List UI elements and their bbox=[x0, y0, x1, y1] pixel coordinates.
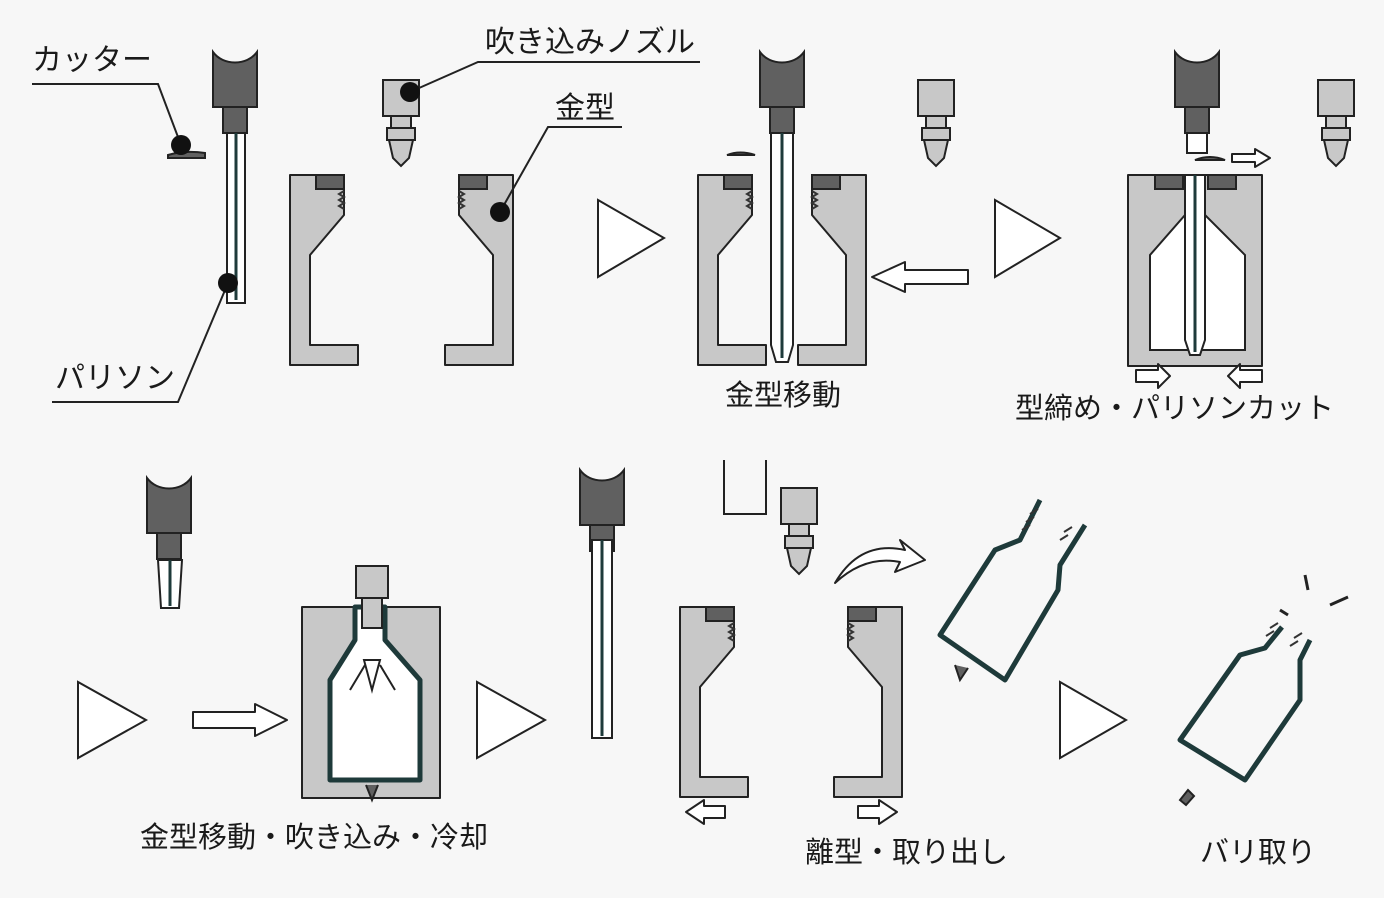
mold-left-half bbox=[679, 606, 749, 798]
move-right-arrow bbox=[192, 703, 288, 737]
move-left-arrow bbox=[871, 261, 969, 293]
stage-1-initial: カッター 吹き込みノズル 金型 パリソン bbox=[32, 25, 700, 403]
extruder-head-icon bbox=[212, 51, 258, 134]
step-arrow-4 bbox=[476, 680, 548, 760]
step-arrow-5 bbox=[1059, 680, 1129, 760]
extruder-head-icon bbox=[1174, 51, 1220, 134]
blow-nozzle-icon bbox=[917, 79, 955, 167]
stage-2-mold-move bbox=[697, 51, 969, 366]
nozzle-marker bbox=[400, 82, 420, 102]
blow-nozzle-icon bbox=[780, 487, 818, 575]
cutter-frame bbox=[723, 460, 767, 515]
mold-left-half bbox=[697, 174, 767, 366]
open-right-arrow bbox=[857, 799, 898, 825]
cutter-blade-icon bbox=[726, 151, 756, 156]
cutter-move-arrow bbox=[1231, 148, 1271, 168]
mold-marker bbox=[490, 202, 510, 222]
extruder-head-icon bbox=[759, 51, 805, 134]
stage-3-clamp-cut bbox=[1127, 51, 1355, 389]
step-arrow-2 bbox=[994, 198, 1062, 279]
step-arrow-1 bbox=[597, 198, 666, 279]
step-caption-mold-move: 金型移動 bbox=[725, 378, 841, 412]
stage-6-deflash bbox=[1177, 574, 1349, 807]
step-arrow-3 bbox=[77, 680, 149, 760]
flash-piece-icon bbox=[1178, 788, 1196, 807]
clamp-right-arrow bbox=[1135, 363, 1171, 389]
blow-nozzle-icon bbox=[1317, 79, 1355, 167]
step-caption-blow-cool: 金型移動・吹き込み・冷却 bbox=[140, 820, 488, 854]
ejected-bottle-icon bbox=[937, 498, 1088, 683]
cutter-label: カッター bbox=[32, 43, 152, 78]
step-caption-clamp-cut: 型締め・パリソンカット bbox=[1015, 391, 1334, 425]
extruder-head-icon bbox=[579, 469, 625, 552]
parison-label: パリソン bbox=[55, 361, 175, 396]
flash-piece-icon bbox=[1303, 574, 1310, 591]
step-caption-release: 離型・取り出し bbox=[805, 835, 1008, 869]
extruder-head-icon bbox=[146, 477, 192, 560]
mold-right-half bbox=[833, 606, 903, 798]
clamp-left-arrow bbox=[1227, 363, 1263, 389]
parison-marker bbox=[218, 273, 238, 293]
eject-arrow bbox=[834, 539, 926, 584]
open-left-arrow bbox=[685, 799, 726, 825]
step-caption-deflash: バリ取り bbox=[1200, 835, 1316, 869]
blow-nozzle-icon bbox=[355, 565, 389, 599]
mold-left-half bbox=[289, 174, 359, 366]
finished-bottle-icon bbox=[1177, 625, 1313, 783]
mold-label: 金型 bbox=[555, 91, 615, 126]
mold-right-half bbox=[797, 174, 867, 366]
cutter-marker bbox=[171, 135, 191, 155]
cutter-blade-icon bbox=[1194, 156, 1226, 161]
stage-5-release bbox=[579, 460, 1088, 825]
blow-nozzle-label: 吹き込みノズル bbox=[485, 25, 695, 60]
stage-4-blow-cool bbox=[146, 477, 441, 803]
